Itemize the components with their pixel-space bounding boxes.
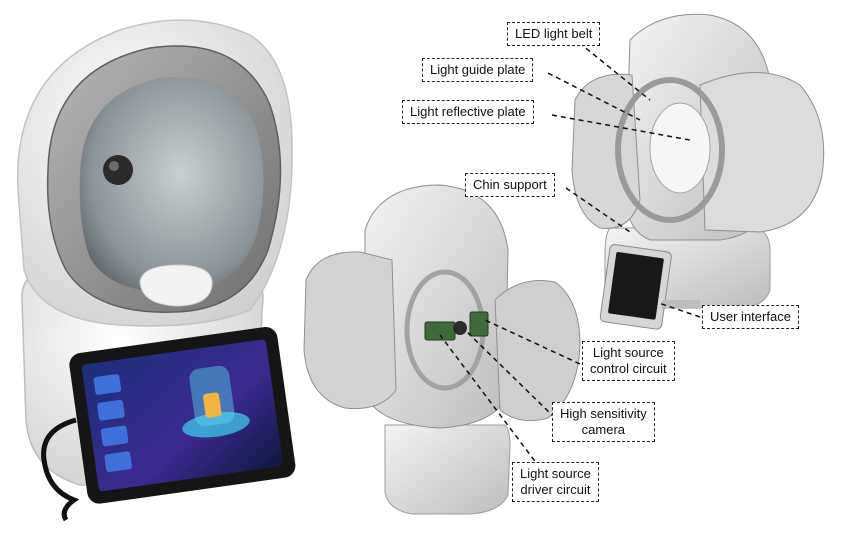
visor-opening xyxy=(79,76,264,293)
label-light-reflective-plate: Light reflective plate xyxy=(402,100,534,124)
device-photo xyxy=(16,19,296,522)
exploded-view-top xyxy=(571,13,825,330)
label-driver-circuit-line2: driver circuit xyxy=(520,482,591,497)
label-light-source-driver-circuit: Light source driver circuit xyxy=(512,462,599,502)
menu-button-1 xyxy=(93,374,122,395)
leader-lines xyxy=(439,36,701,469)
label-light-guide-plate: Light guide plate xyxy=(422,58,534,82)
top-panel-stand xyxy=(662,300,700,308)
hs-camera xyxy=(453,321,467,335)
hologram-glow xyxy=(182,411,250,438)
control-circuit-board xyxy=(469,311,489,337)
menu-button-2 xyxy=(97,399,125,421)
hologram-bottle xyxy=(203,392,222,418)
top-user-interface-panel xyxy=(599,244,672,330)
bottom-base xyxy=(384,424,511,515)
label-light-reflective-plate-text: Light reflective plate xyxy=(410,104,526,119)
label-hs-camera-line2: camera xyxy=(581,422,626,437)
label-high-sensitivity-camera: High sensitivity camera xyxy=(552,402,655,442)
tablet-screen xyxy=(81,339,283,492)
label-light-source-control-circuit: Light source control circuit xyxy=(582,341,675,381)
leader-chin-support xyxy=(565,187,631,233)
leader-hs-camera xyxy=(464,329,556,419)
leader-driver-circuit xyxy=(439,334,541,469)
top-right-shell xyxy=(699,72,825,233)
light-guide-ring xyxy=(615,77,725,223)
label-user-interface: User interface xyxy=(702,305,799,329)
camera-lens xyxy=(103,155,133,185)
exploded-view-bottom xyxy=(303,184,581,515)
label-hs-camera-line1: High sensitivity xyxy=(560,406,647,421)
label-light-guide-plate-text: Light guide plate xyxy=(430,62,526,77)
label-control-circuit-line2: control circuit xyxy=(590,361,667,376)
leader-led-belt xyxy=(571,36,651,101)
cable xyxy=(41,417,80,522)
label-control-circuit-line1: Light source xyxy=(592,345,664,360)
menu-button-4 xyxy=(104,451,132,473)
label-chin-support: Chin support xyxy=(465,173,555,197)
label-user-interface-text: User interface xyxy=(710,309,791,324)
reflective-plate xyxy=(649,102,711,194)
driver-circuit-board xyxy=(424,321,456,341)
menu-button-3 xyxy=(100,425,129,447)
chin-rest xyxy=(139,264,213,307)
label-led-light-belt: LED light belt xyxy=(507,22,601,46)
label-chin-support-text: Chin support xyxy=(473,177,547,192)
bottom-left-shell xyxy=(303,251,397,410)
bottom-right-visor xyxy=(494,279,581,422)
label-led-light-belt-text: LED light belt xyxy=(515,26,593,41)
tablet xyxy=(69,327,296,504)
top-left-shell xyxy=(571,73,641,229)
label-driver-circuit-line1: Light source xyxy=(520,466,591,481)
